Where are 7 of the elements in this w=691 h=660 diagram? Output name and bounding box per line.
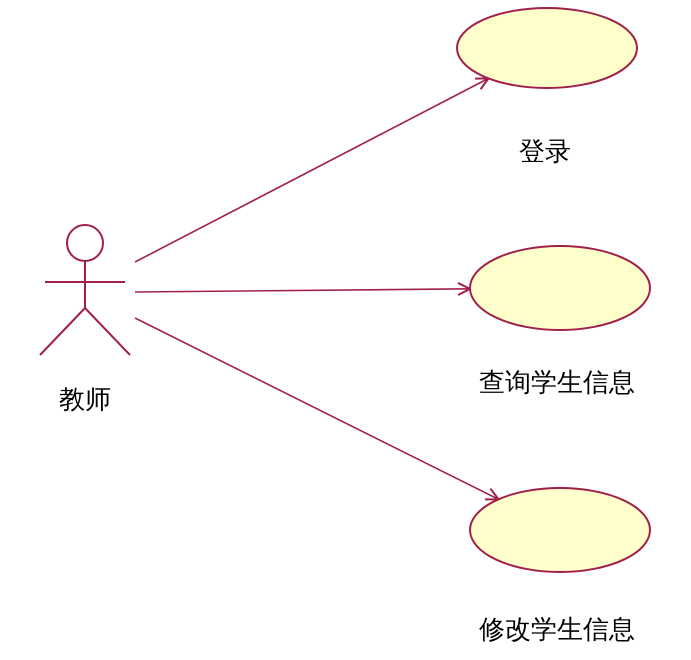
arrow xyxy=(134,77,490,263)
arrow xyxy=(135,282,472,296)
use-case-label: 查询学生信息 xyxy=(479,368,635,398)
actor-label: 教师 xyxy=(59,385,111,415)
use-case-label: 登录 xyxy=(519,137,571,167)
use-case-label: 修改学生信息 xyxy=(479,615,635,645)
arrow xyxy=(134,317,500,500)
